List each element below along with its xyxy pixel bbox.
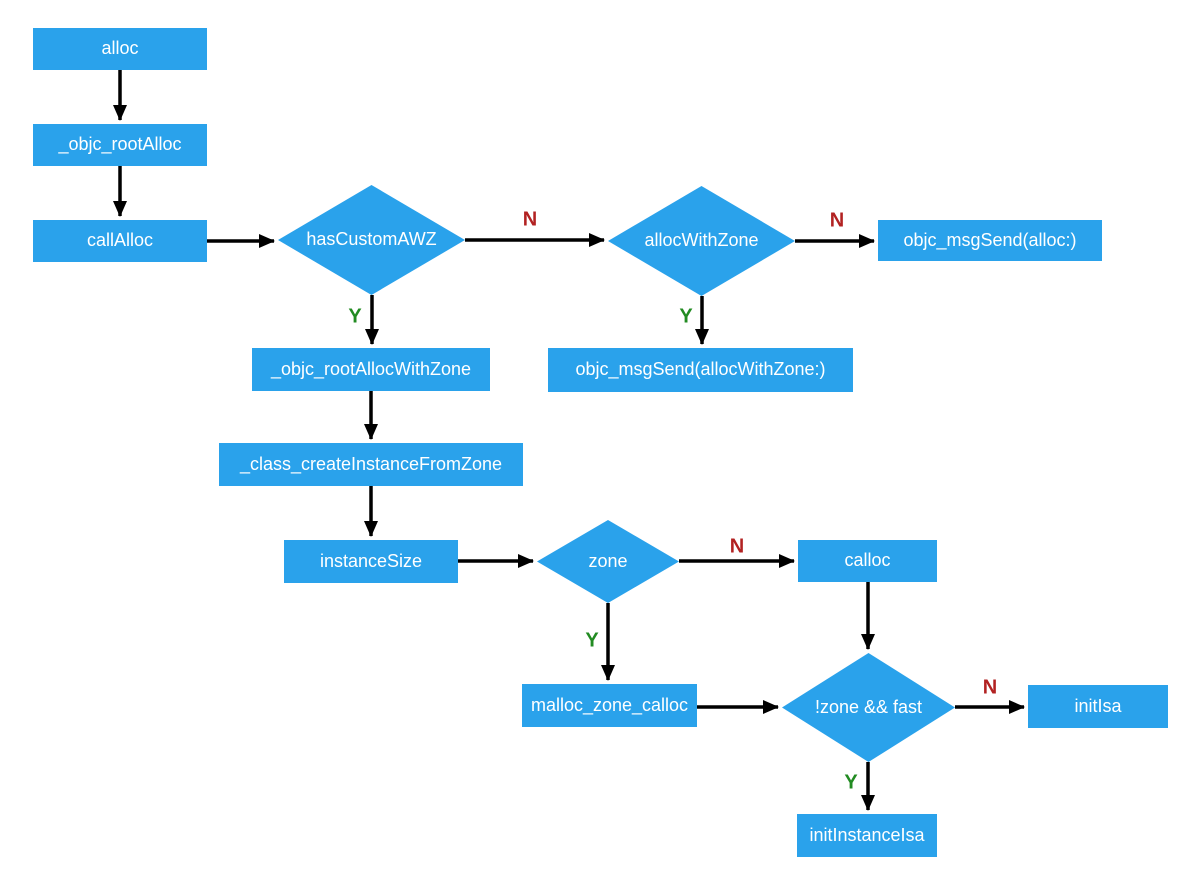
label-hascustomawz-no: N <box>522 208 538 231</box>
node-objc-root-alloc-with-zone: _objc_rootAllocWithZone <box>252 348 490 391</box>
label-hascustomawz-yes: Y <box>348 305 362 328</box>
node-class-create-instance-from-zone: _class_createInstanceFromZone <box>219 443 523 486</box>
node-calloc: calloc <box>798 540 937 582</box>
node-objc-msgsend-alloc-with-zone: objc_msgSend(allocWithZone:) <box>548 348 853 392</box>
node-instance-size: instanceSize <box>284 540 458 583</box>
label-notzonefast-no: N <box>982 676 998 699</box>
node-init-instance-isa: initInstanceIsa <box>797 814 937 857</box>
node-objc-root-alloc: _objc_rootAlloc <box>33 124 207 166</box>
node-malloc-zone-calloc: malloc_zone_calloc <box>522 684 697 727</box>
label-allocwithzone-no: N <box>829 209 845 232</box>
label-zone-yes: Y <box>585 629 599 652</box>
node-call-alloc: callAlloc <box>33 220 207 262</box>
label-zone-no: N <box>729 535 745 558</box>
node-alloc: alloc <box>33 28 207 70</box>
label-notzonefast-yes: Y <box>844 771 858 794</box>
node-objc-msgsend-alloc: objc_msgSend(alloc:) <box>878 220 1102 261</box>
label-allocwithzone-yes: Y <box>679 305 693 328</box>
node-init-isa: initIsa <box>1028 685 1168 728</box>
